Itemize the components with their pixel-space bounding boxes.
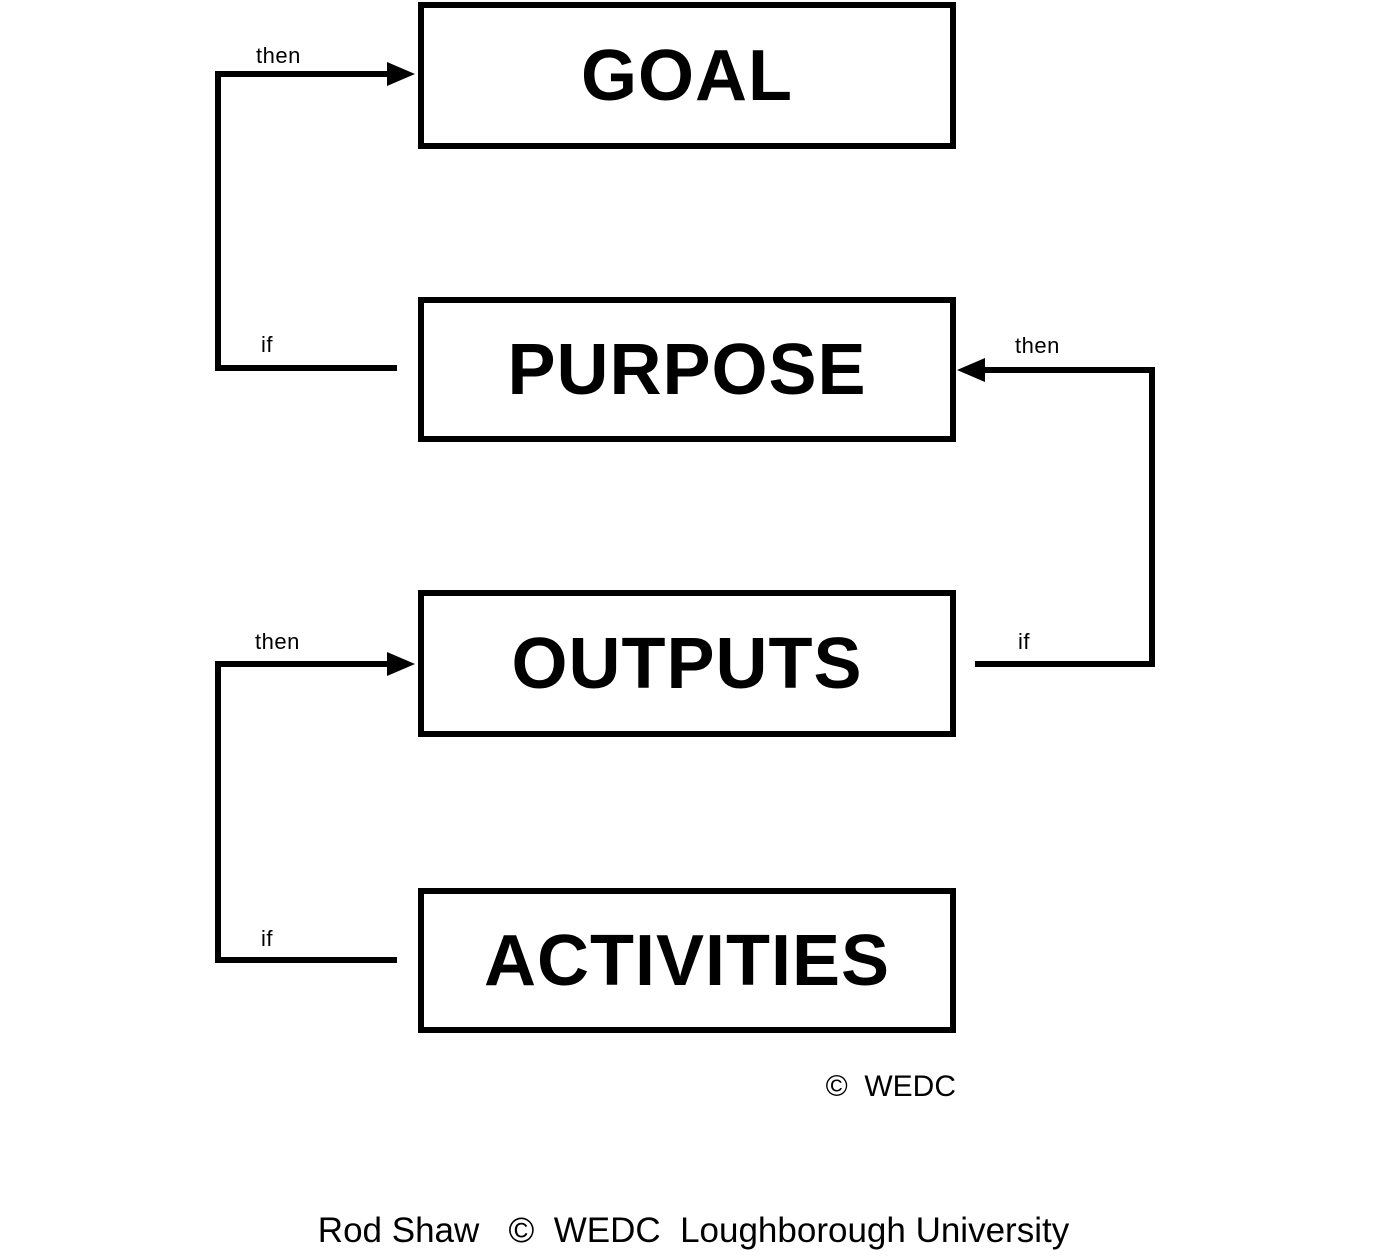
arrowhead-right-into-goal-icon bbox=[387, 62, 415, 86]
wedc-copyright-text: © WEDC bbox=[825, 1070, 956, 1103]
purpose-to-goal-then-label: then bbox=[256, 43, 301, 68]
activities-to-outputs-if-line bbox=[215, 957, 397, 963]
purpose-label: PURPOSE bbox=[507, 329, 867, 410]
outputs-to-purpose-if-label: if bbox=[1018, 629, 1030, 654]
arrowhead-left-into-purpose-icon bbox=[957, 358, 985, 382]
activities-label: ACTIVITIES bbox=[483, 920, 891, 1001]
arrowhead-right-into-outputs-icon bbox=[387, 652, 415, 676]
credit-line: Rod Shaw © WEDC Loughborough University bbox=[317, 1211, 1070, 1250]
outputs-to-purpose-then-line bbox=[983, 367, 1155, 373]
purpose-to-goal-vertical-line bbox=[215, 71, 221, 371]
outputs-label: OUTPUTS bbox=[511, 623, 863, 704]
outputs-box: OUTPUTS bbox=[418, 590, 956, 737]
activities-to-outputs-then-label: then bbox=[255, 629, 300, 654]
outputs-to-purpose-if-line bbox=[975, 661, 1155, 667]
purpose-to-goal-if-label: if bbox=[261, 332, 273, 357]
outputs-to-purpose-vertical-line bbox=[1149, 367, 1155, 667]
activities-to-outputs-if-label: if bbox=[261, 926, 273, 951]
goal-label: GOAL bbox=[581, 35, 793, 116]
purpose-to-goal-if-line bbox=[215, 365, 397, 371]
goal-box: GOAL bbox=[418, 2, 956, 149]
activities-to-outputs-vertical-line bbox=[215, 661, 221, 963]
activities-box: ACTIVITIES bbox=[418, 888, 956, 1033]
activities-to-outputs-then-line bbox=[215, 661, 389, 667]
outputs-to-purpose-then-label: then bbox=[1015, 333, 1060, 358]
purpose-to-goal-then-line bbox=[215, 71, 389, 77]
purpose-box: PURPOSE bbox=[418, 297, 956, 442]
